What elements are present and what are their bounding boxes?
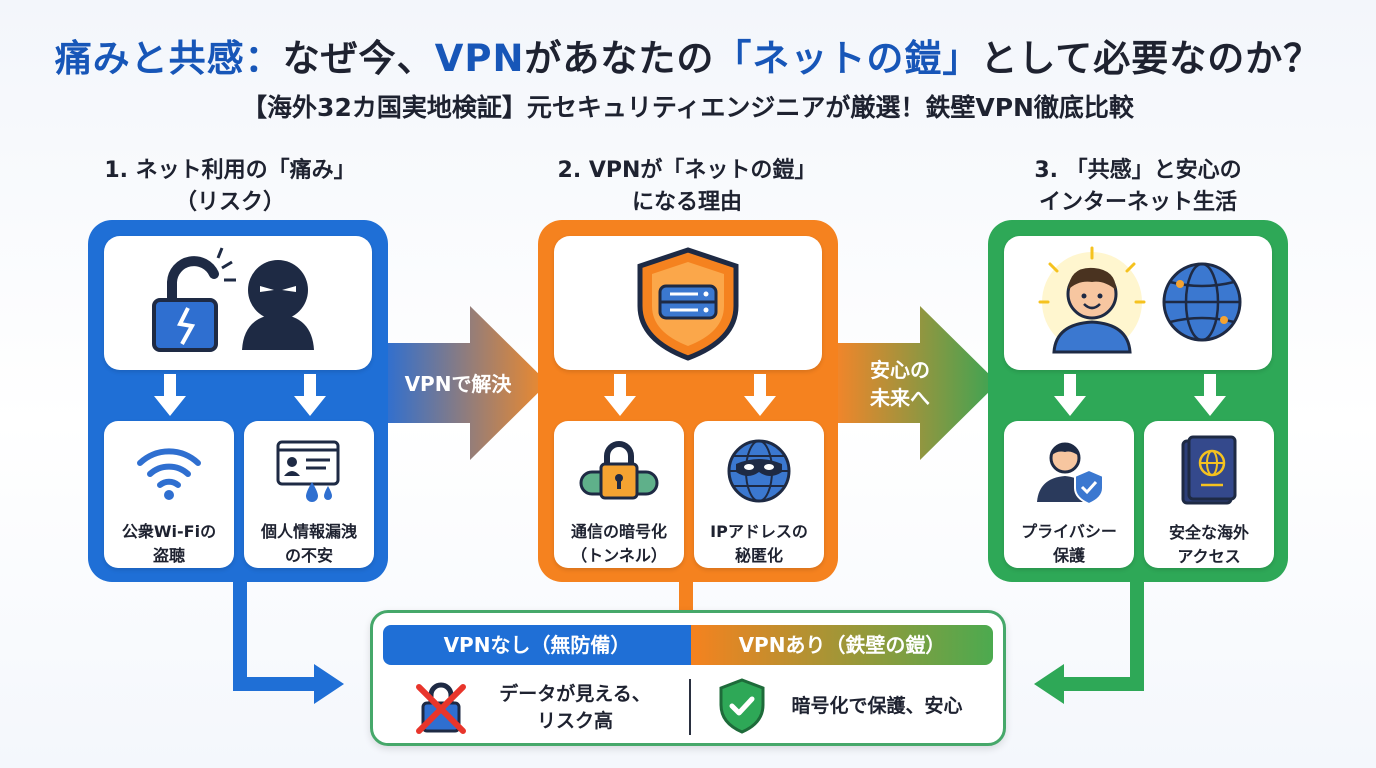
comparison-with-text: 暗号化で保護、安心 [791, 695, 963, 717]
comparison-text-line: リスク高 [536, 710, 613, 732]
risk-label-line: 盗聴 [152, 546, 185, 565]
benefit-card-privacy: プライバシー 保護 [1004, 421, 1134, 568]
title-part: 「ネットの鎧」 [714, 37, 981, 80]
passport-icon [1181, 435, 1237, 505]
vpn-shield-icon [637, 247, 739, 361]
reason-card-encryption: 通信の暗号化 （トンネル） [554, 421, 684, 568]
wifi-icon [137, 447, 201, 500]
globe-icon [1162, 262, 1242, 342]
risk-label-line: 個人情報漏洩 [260, 522, 357, 541]
broken-padlock-icon [152, 247, 236, 352]
reason-label-line: 秘匿化 [734, 546, 783, 565]
column-title-armor: 2. VPNが「ネットの鎧」 になる理由 [532, 155, 842, 219]
arrow-label-line: 未来へ [870, 386, 930, 410]
title-part: なぜ今、 [282, 37, 435, 80]
title-part: VPN [434, 37, 525, 80]
big-arrow-1 [385, 306, 548, 460]
benefit-label-line: プライバシー [1021, 522, 1117, 541]
comparison-header-without-vpn: VPNなし（無防備） [383, 625, 691, 665]
benefit-label-line: アクセス [1177, 547, 1241, 566]
arrow-label-solve: VPNで解決 [404, 372, 512, 396]
column-title-empathy: 3. 「共感」と安心の インターネット生活 [988, 155, 1288, 219]
page-title: 痛みと共感：なぜ今、VPNがあなたの「ネットの鎧」として必要なのか？ [0, 28, 1376, 82]
comparison-without-text: データが見える、 リスク高 [485, 681, 665, 735]
risk-label-line: の不安 [284, 546, 333, 565]
green-connector [1060, 570, 1144, 691]
reason-label-line: 通信の暗号化 [570, 522, 667, 541]
armor-down-arrows [604, 374, 776, 416]
empathy-down-arrows [1054, 374, 1226, 416]
page-subtitle: 【海外32カ国実地検証】元セキュリティエンジニアが厳選！鉄壁VPN徹底比較 [242, 93, 1134, 122]
comparison-box: VPNなし（無防備） VPNあり（鉄壁の鎧） データが見える、 リスク高 暗号化… [370, 610, 1006, 746]
risk-card-wifi: 公衆Wi-Fiの 盗聴 [104, 421, 234, 568]
comparison-text-line: データが見える、 [499, 683, 651, 705]
happy-user-icon [1038, 246, 1146, 354]
arrow-label-future: 安心の 未来へ [845, 356, 955, 412]
column-title-line: 2. VPNが「ネットの鎧」 [557, 158, 817, 183]
check-shield-icon [719, 678, 765, 734]
blue-connector-head [314, 664, 344, 704]
risk-label-line: 公衆Wi-Fiの [121, 522, 217, 541]
broken-lock-crossed-icon [416, 682, 466, 734]
hacker-icon [242, 260, 314, 350]
padlock-tunnel-icon [579, 440, 659, 499]
data-leak-icon [276, 440, 340, 502]
benefit-card-overseas: 安全な海外 アクセス [1144, 421, 1274, 568]
armor-hero-card [554, 236, 822, 370]
column-title-line: 1. ネット利用の「痛み」 [104, 158, 356, 183]
benefit-label-line: 保護 [1052, 546, 1085, 565]
green-connector-head [1034, 664, 1064, 704]
reason-label-line: IPアドレスの [710, 522, 808, 541]
comparison-divider [689, 679, 691, 735]
title-part: として必要なのか？ [980, 37, 1322, 80]
comparison-header-with-vpn: VPNあり（鉄壁の鎧） [691, 625, 993, 665]
column-title-line: インターネット生活 [1038, 190, 1237, 215]
orange-connector [679, 576, 693, 616]
risk-card-leak: 個人情報漏洩 の不安 [244, 421, 374, 568]
arrow-label-line: 安心の [870, 358, 930, 382]
masked-globe-icon [727, 439, 791, 502]
column-title-line: になる理由 [631, 190, 742, 215]
reason-label-line: （トンネル） [571, 546, 667, 565]
empathy-hero-card [1004, 236, 1272, 370]
benefit-label-line: 安全な海外 [1168, 523, 1249, 542]
user-shield-icon [1037, 442, 1104, 505]
big-arrow-2 [835, 306, 998, 460]
title-part: 痛みと共感： [54, 37, 283, 80]
column-title-line: 3. 「共感」と安心の [1034, 158, 1242, 183]
title-part: があなたの [524, 37, 715, 80]
pain-down-arrows [154, 374, 326, 416]
reason-card-ip: IPアドレスの 秘匿化 [694, 421, 824, 568]
pain-hero-card [104, 236, 372, 370]
column-title-pain: 1. ネット利用の「痛み」 （リスク） [80, 155, 380, 219]
blue-connector [233, 570, 318, 691]
column-title-line: （リスク） [174, 190, 285, 215]
